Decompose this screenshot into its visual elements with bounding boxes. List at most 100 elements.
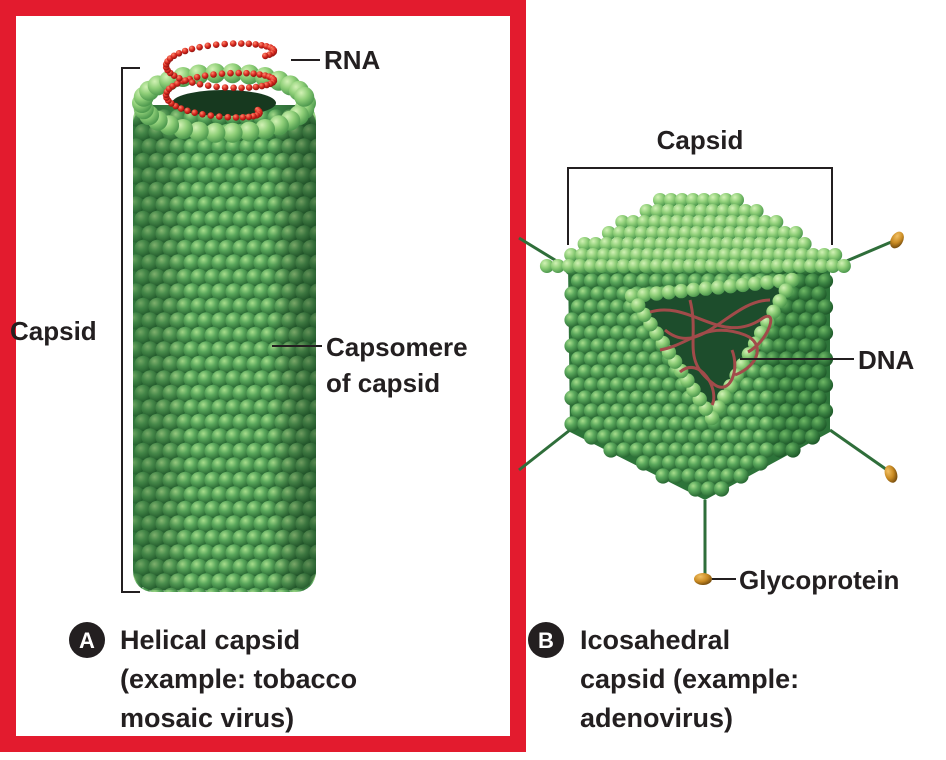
rna-bead: [235, 69, 242, 77]
capsomere: [603, 390, 619, 406]
capsomere: [648, 377, 665, 393]
rna-bead: [196, 43, 203, 51]
capsomere: [162, 587, 180, 592]
capsomere: [316, 588, 333, 605]
capsomere: [664, 193, 678, 207]
capsomere: [630, 248, 645, 262]
badge-a-letter: A: [79, 628, 95, 653]
capsomere: [661, 377, 678, 393]
capsomere: [798, 286, 814, 302]
capsomere: [316, 124, 333, 141]
capsomere: [715, 259, 730, 273]
capsomere: [778, 403, 795, 419]
capsomere: [798, 312, 814, 328]
capsomere: [778, 377, 795, 393]
capsomere: [705, 204, 720, 218]
capsomere: [764, 237, 779, 251]
capsomere: [635, 273, 652, 289]
capsomere: [720, 237, 735, 251]
capsid-label-a: Capsid: [10, 316, 97, 346]
capsomere: [682, 259, 697, 273]
capsomere: [731, 237, 746, 251]
capsomere: [222, 122, 243, 143]
caption-b-line2: capsid (example:: [580, 664, 799, 694]
capsomere: [642, 442, 658, 458]
capsomere: [661, 455, 678, 471]
capsomere: [791, 377, 808, 393]
capsomere: [603, 286, 619, 302]
capsomere: [655, 442, 671, 458]
capsomere: [246, 587, 264, 592]
capsomere: [685, 248, 700, 262]
badge-b-circle: [528, 622, 564, 658]
capsomere: [648, 403, 665, 419]
rna-bead: [239, 114, 247, 121]
capsomere: [570, 325, 587, 341]
rna-bead: [230, 84, 237, 92]
capsomere: [648, 455, 665, 471]
capsomere: [577, 286, 593, 302]
capsomere: [718, 248, 733, 262]
rna-bead: [250, 70, 257, 77]
capsomere: [742, 237, 757, 251]
capsomere: [798, 390, 814, 406]
capsomere: [785, 442, 801, 458]
capsomere: [811, 286, 827, 302]
rna-bead: [213, 83, 220, 91]
capsomere: [700, 481, 717, 497]
capsid-label-b: Capsid: [657, 125, 744, 155]
capsomere: [608, 248, 623, 262]
capsomere: [713, 455, 730, 471]
capsomere: [784, 248, 799, 262]
capsomere: [596, 351, 613, 367]
capsomere: [603, 338, 619, 354]
capsomere: [577, 390, 593, 406]
capsomere: [733, 390, 749, 406]
capsomere: [652, 248, 667, 262]
capsomere: [654, 237, 669, 251]
capsomere: [788, 226, 803, 240]
capsomere: [609, 273, 626, 289]
capsomere: [609, 325, 626, 341]
capsomere: [791, 403, 808, 419]
capsomere: [635, 351, 652, 367]
capsomere: [759, 390, 775, 406]
capsomere: [744, 226, 759, 240]
capsomere: [631, 298, 646, 313]
capsomere: [642, 364, 658, 380]
capsomere: [643, 237, 658, 251]
capsomere: [622, 429, 639, 445]
capsomere: [663, 248, 678, 262]
capsomere: [825, 259, 840, 273]
capsomere: [590, 364, 606, 380]
capsomere: [564, 286, 580, 302]
capsomere: [661, 204, 676, 218]
capsomere: [698, 281, 713, 296]
capsomere: [570, 351, 587, 367]
capsomere: [612, 226, 627, 240]
capsomere: [670, 215, 685, 229]
rna-bead: [170, 52, 178, 60]
capsomere: [610, 237, 625, 251]
capsid-bracket-a: [121, 67, 140, 593]
capsomere: [619, 248, 634, 262]
rna-bead: [262, 52, 269, 60]
glycoprotein-knob: [890, 231, 904, 249]
capsomere: [811, 390, 827, 406]
capsomere: [759, 259, 774, 273]
capsomere: [772, 390, 788, 406]
capsomere: [674, 283, 689, 299]
glycoprotein-label: Glycoprotein: [739, 565, 899, 595]
glycoprotein-knob: [884, 465, 898, 483]
capsomere: [672, 204, 687, 218]
rna-bead: [245, 113, 253, 121]
capsomere: [615, 215, 630, 229]
capsomere: [795, 248, 810, 262]
capsomere: [681, 416, 697, 432]
glycoprotein-spike: [829, 428, 891, 474]
capsomere: [703, 215, 718, 229]
capsomere: [316, 298, 333, 315]
capsomere: [725, 215, 740, 229]
capsomere: [817, 273, 834, 289]
capsomere: [723, 379, 738, 394]
